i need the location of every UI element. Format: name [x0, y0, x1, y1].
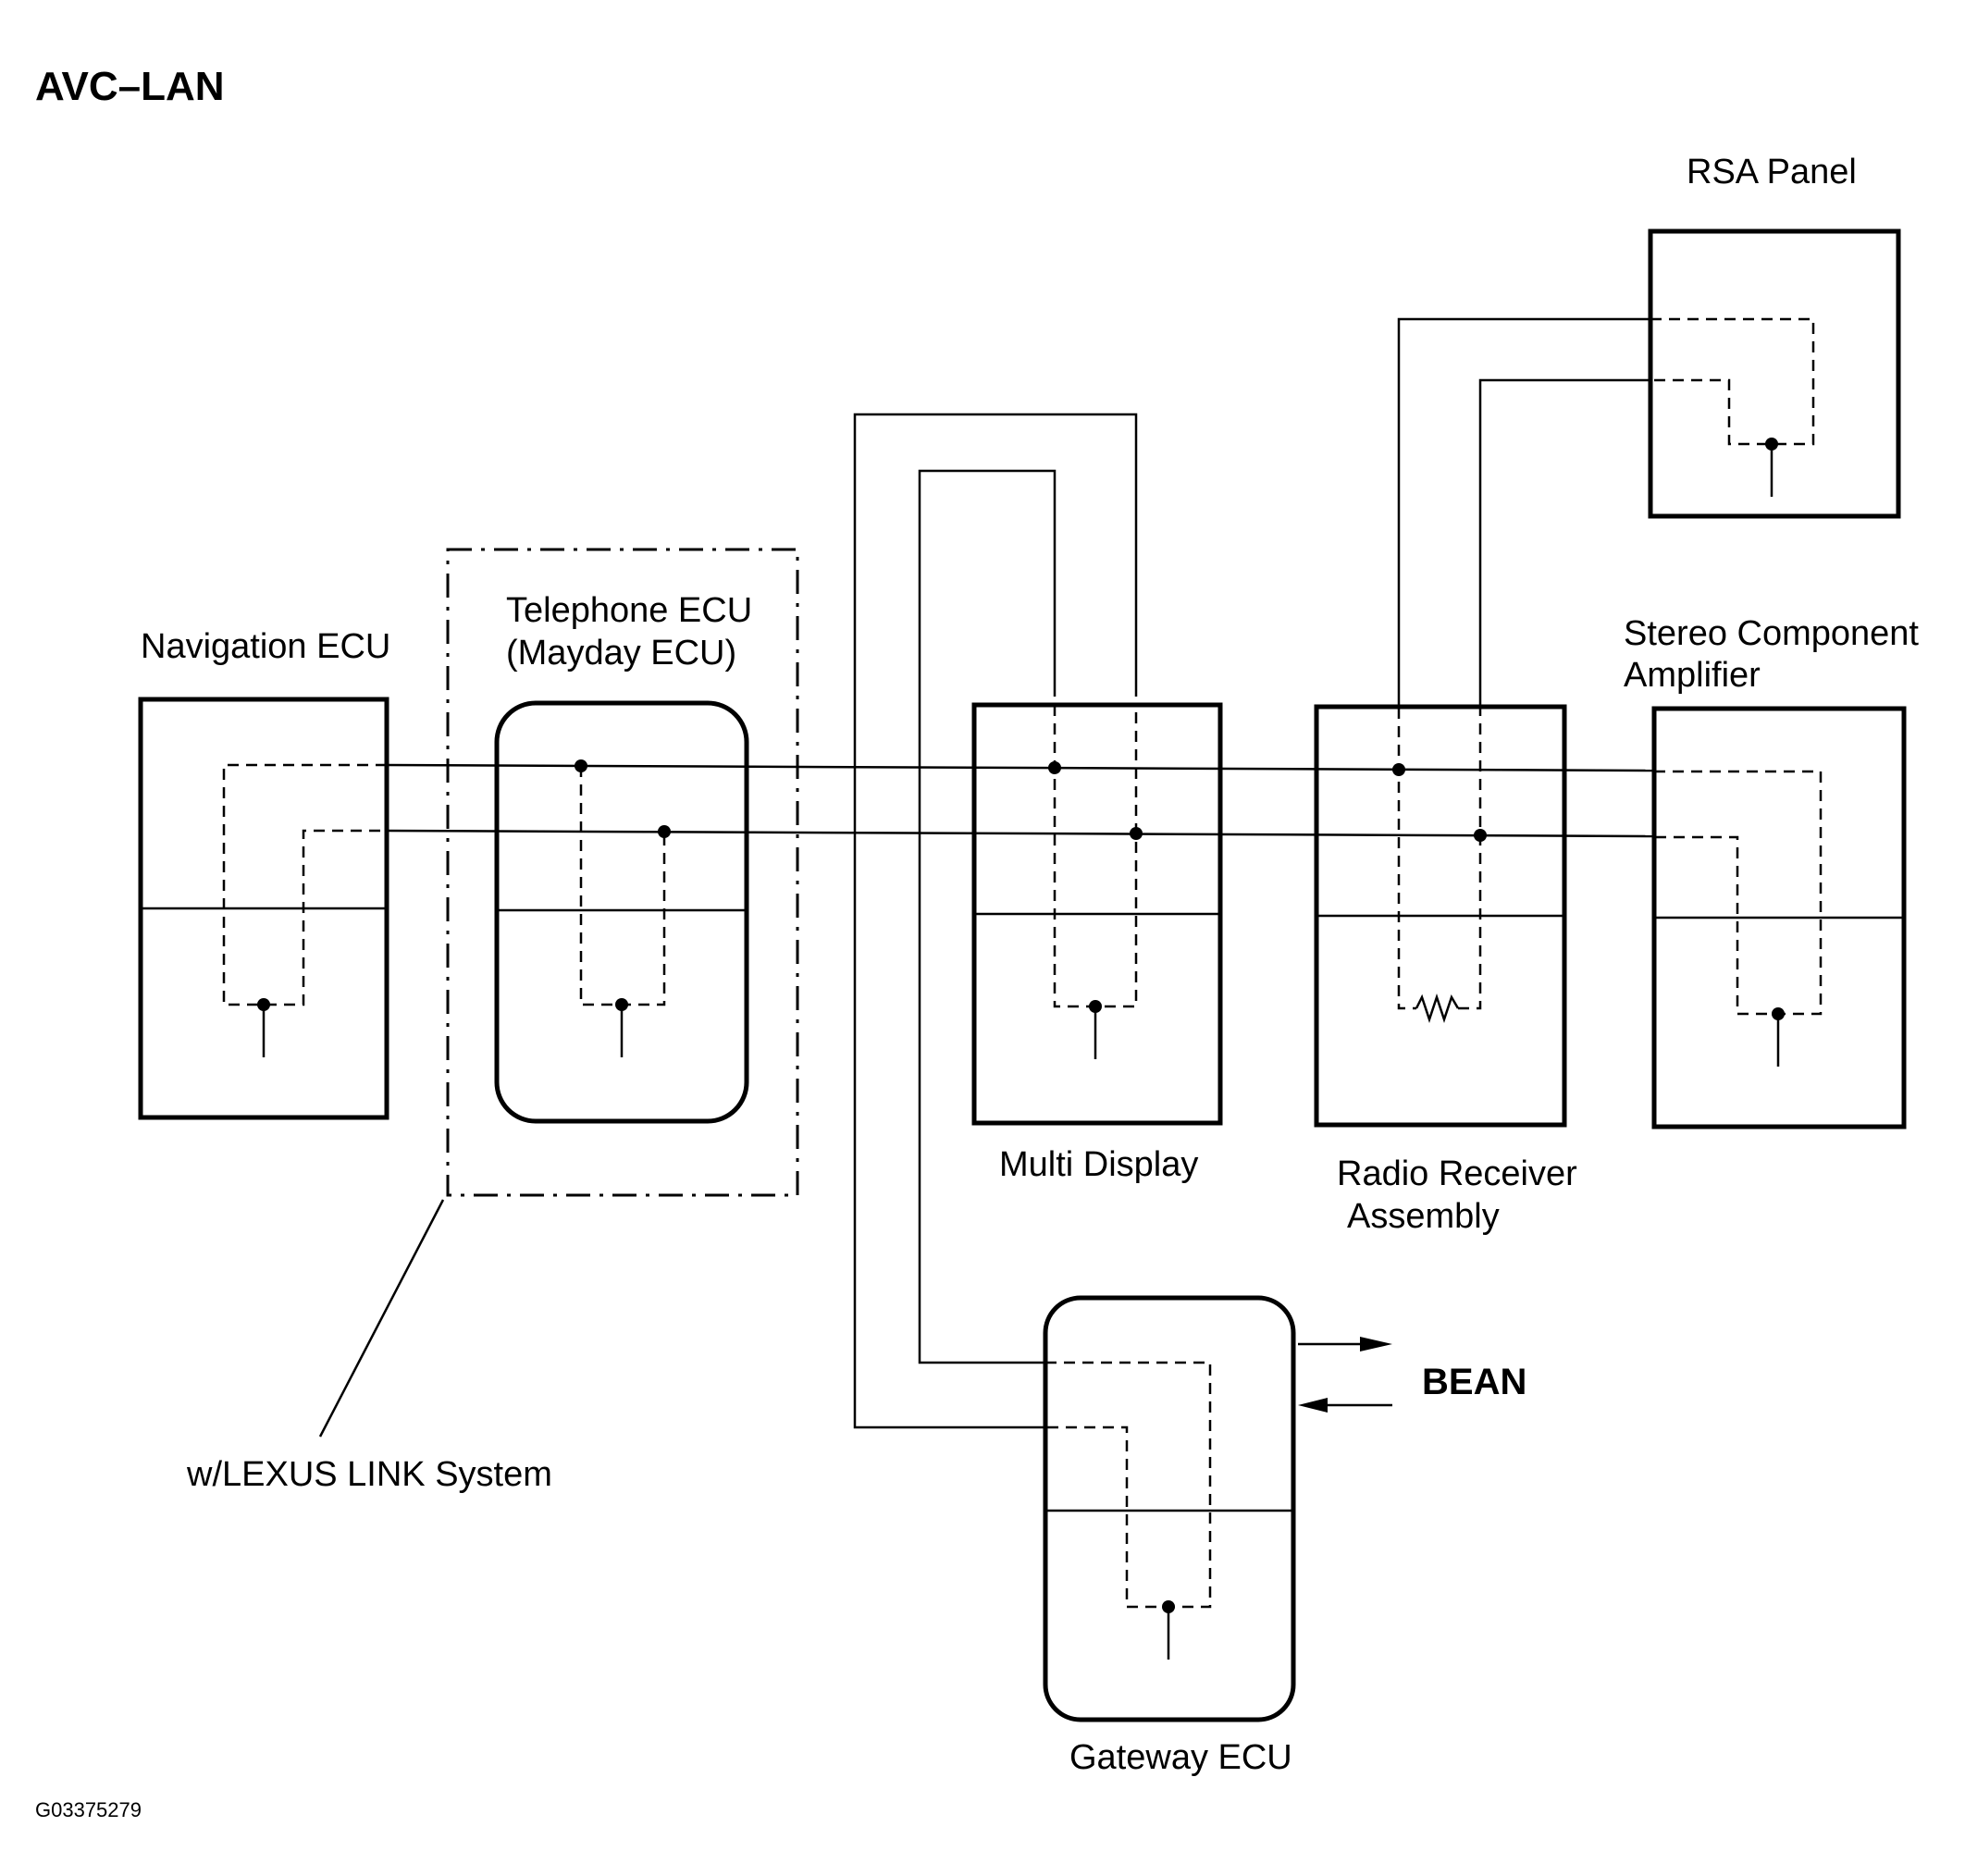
- rsa-panel-node: [1765, 438, 1778, 450]
- rsa-wire-outer: [1397, 317, 1650, 708]
- multi-display-tap-lower: [1130, 827, 1143, 840]
- lexus-link-callout: w/LEXUS LINK System: [186, 1199, 552, 1494]
- stereo-amp-label-line1: Stereo Component: [1624, 614, 1919, 653]
- bean-label: BEAN: [1422, 1362, 1526, 1402]
- figure-code: G03375279: [35, 1798, 142, 1821]
- navigation-ecu-label: Navigation ECU: [141, 627, 390, 666]
- radio-receiver-tap-upper: [1392, 763, 1405, 776]
- gateway-ecu-node: [1162, 1600, 1175, 1613]
- gateway-wire-inner: [918, 469, 1057, 1364]
- gateway-ecu: Gateway ECU: [1043, 1295, 1296, 1777]
- gateway-ecu-label: Gateway ECU: [1069, 1738, 1292, 1777]
- telephone-ecu-tap-lower: [658, 825, 671, 838]
- bus-line-lower: [386, 829, 1655, 838]
- stereo-component-amplifier: Stereo Component Amplifier: [1624, 614, 1919, 1129]
- multi-display-label: Multi Display: [999, 1145, 1198, 1184]
- lexus-link-boundary: [446, 548, 799, 1197]
- telephone-ecu-label-line2: (Mayday ECU): [506, 634, 736, 673]
- stereo-amp-label-line2: Amplifier: [1624, 656, 1761, 695]
- telephone-ecu-box: [494, 700, 749, 1124]
- multi-display-node: [1089, 1000, 1102, 1013]
- radio-receiver-assembly: Radio Receiver Assembly: [1314, 704, 1577, 1236]
- telephone-ecu-tap-upper: [575, 759, 587, 772]
- telephone-ecu-label-line1: Telephone ECU: [506, 591, 752, 630]
- telephone-ecu: Telephone ECU (Mayday ECU): [446, 548, 799, 1197]
- telephone-ecu-node: [615, 998, 628, 1011]
- bean-in-arrow-icon: [1298, 1398, 1328, 1413]
- termination-resistor: [1415, 994, 1460, 1023]
- lexus-link-label: w/LEXUS LINK System: [186, 1455, 552, 1494]
- radio-receiver-label-line1: Radio Receiver: [1337, 1154, 1577, 1193]
- bean-out-arrow-icon: [1360, 1337, 1392, 1351]
- rsa-wire-inner: [1478, 378, 1650, 708]
- rsa-panel: RSA Panel: [1648, 153, 1901, 519]
- multi-display: Multi Display: [971, 702, 1223, 1184]
- radio-receiver-label-line2: Assembly: [1347, 1197, 1500, 1236]
- rsa-panel-label: RSA Panel: [1687, 153, 1857, 191]
- navigation-ecu-node: [257, 998, 270, 1011]
- radio-receiver-tap-lower: [1474, 829, 1487, 842]
- bean-connection: BEAN: [1298, 1337, 1526, 1413]
- bus-line-upper: [386, 763, 1655, 772]
- rsa-panel-box: [1648, 228, 1901, 519]
- gateway-ecu-box: [1043, 1295, 1296, 1722]
- avc-lan-bus-wires: [386, 317, 1655, 1429]
- navigation-ecu: Navigation ECU: [138, 627, 390, 1120]
- diagram-title: AVC–LAN: [35, 64, 225, 109]
- stereo-amp-node: [1772, 1007, 1785, 1020]
- multi-display-tap-upper: [1048, 761, 1061, 774]
- lexus-link-leader-line: [318, 1199, 445, 1438]
- gateway-wire-outer: [853, 413, 1138, 1429]
